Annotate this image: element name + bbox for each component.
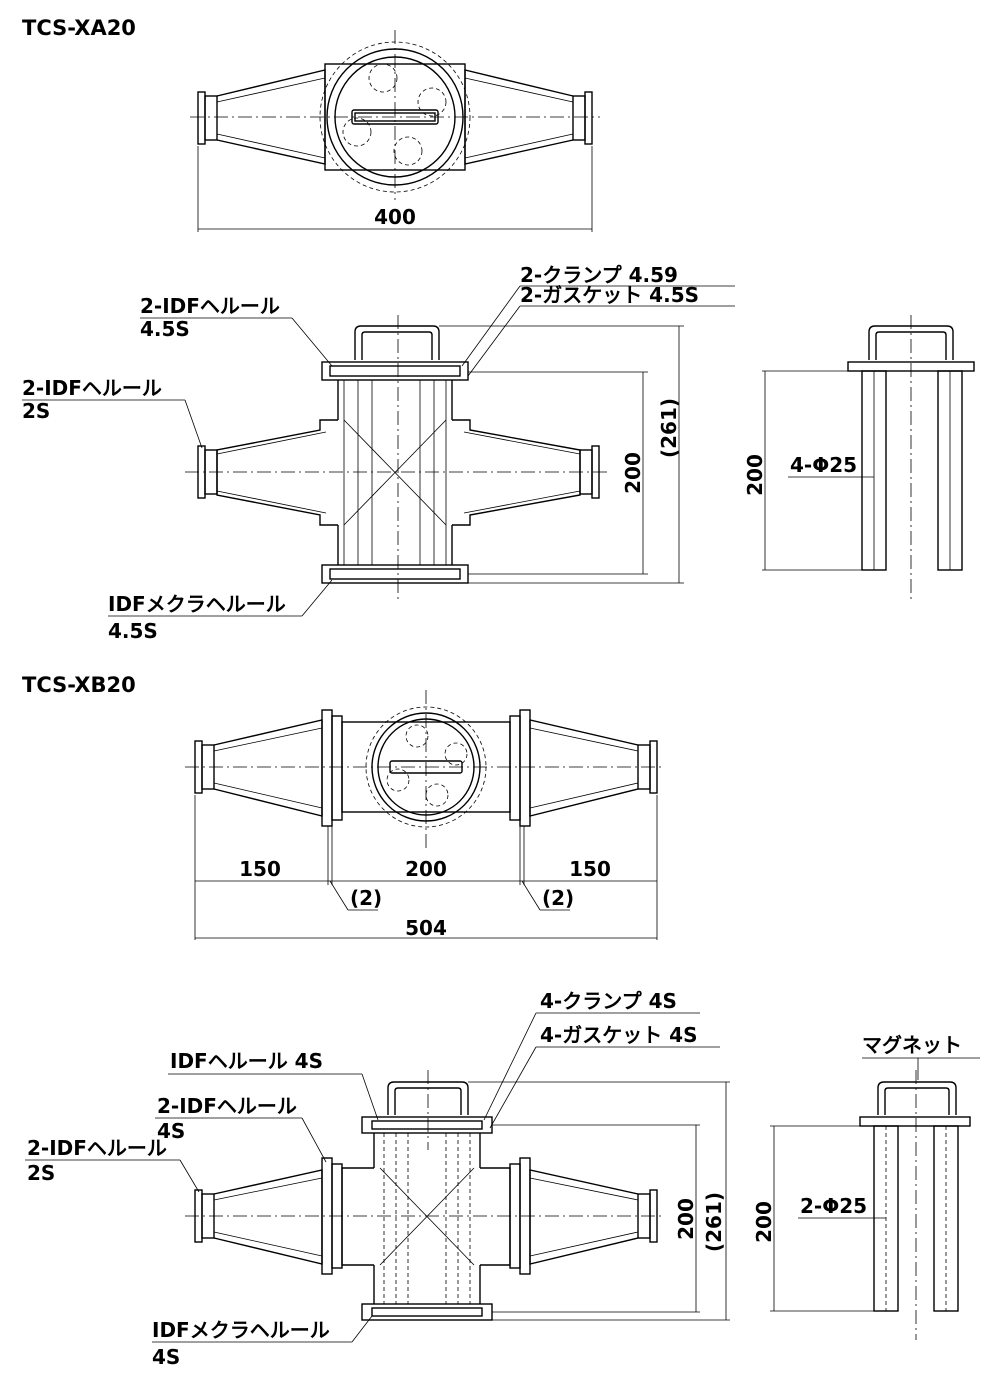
label-ferrule-top: 2-IDFヘルール — [140, 294, 280, 318]
label-blank: IDFメクラヘルール — [152, 1318, 330, 1342]
xb20-front-view: 200 (261) 4-クランプ 4S 4-ガスケット 4S IDFヘルール 4… — [25, 989, 730, 1369]
xa20-side-view: 200 4-Φ25 — [743, 315, 975, 600]
xb20-side-view: マグネット 200 2-Φ25 — [752, 1033, 980, 1340]
label-bars: 2-Φ25 — [800, 1194, 867, 1218]
label-ferrule-side-size: 2S — [22, 399, 50, 423]
gap-left: (2) — [350, 886, 382, 910]
label-magnet: マグネット — [862, 1033, 962, 1057]
label-ferrule-top-size: 4.5S — [140, 317, 190, 341]
dim-outer: (261) — [702, 1192, 726, 1252]
xa20-front-view: 200 (261) 2-クランプ 4.59 2-ガスケット 4.5S 2-IDF… — [22, 263, 735, 643]
label-ferrule-mid: 2-IDFヘルール — [157, 1094, 297, 1118]
gap-right: (2) — [542, 886, 574, 910]
label-gasket: 4-ガスケット 4S — [540, 1023, 698, 1047]
dim-center: 200 — [405, 857, 447, 881]
model-title: TCS-XB20 — [22, 673, 136, 697]
label-blank: IDFメクラヘルール — [108, 592, 286, 616]
label-ferrule-side: 2-IDFヘルール — [22, 376, 162, 400]
dim-left: 150 — [239, 857, 281, 881]
label-blank-size: 4S — [152, 1345, 180, 1369]
model-title: TCS-XA20 — [22, 16, 136, 40]
label-ferrule-side-size: 2S — [27, 1161, 55, 1185]
label-blank-size: 4.5S — [108, 619, 158, 643]
dim-inner: 200 — [621, 452, 645, 494]
label-clamp: 2-クランプ 4.59 — [520, 263, 678, 287]
label-clamp: 4-クランプ 4S — [540, 989, 677, 1013]
label-ferrule-top: IDFヘルール 4S — [170, 1049, 323, 1073]
dim-overall: 504 — [405, 916, 447, 940]
xb20-top-view: 150 200 150 (2) (2) 504 — [185, 690, 665, 940]
label-ferrule-side: 2-IDFヘルール — [27, 1136, 167, 1160]
section-tcs-xb20: TCS-XB20 — [22, 673, 980, 1369]
dim-inner: 200 — [674, 1198, 698, 1240]
dim-height: 200 — [752, 1201, 776, 1243]
dim-outer: (261) — [657, 398, 681, 458]
xa20-top-view: 400 — [190, 30, 600, 232]
dim-right: 150 — [569, 857, 611, 881]
label-ferrule-mid-size: 4S — [157, 1119, 185, 1143]
section-tcs-xa20: TCS-XA20 — [22, 16, 975, 643]
label-gasket: 2-ガスケット 4.5S — [520, 283, 699, 307]
dim-overall: 400 — [374, 205, 416, 229]
dim-height: 200 — [743, 454, 767, 496]
label-bars: 4-Φ25 — [790, 453, 857, 477]
